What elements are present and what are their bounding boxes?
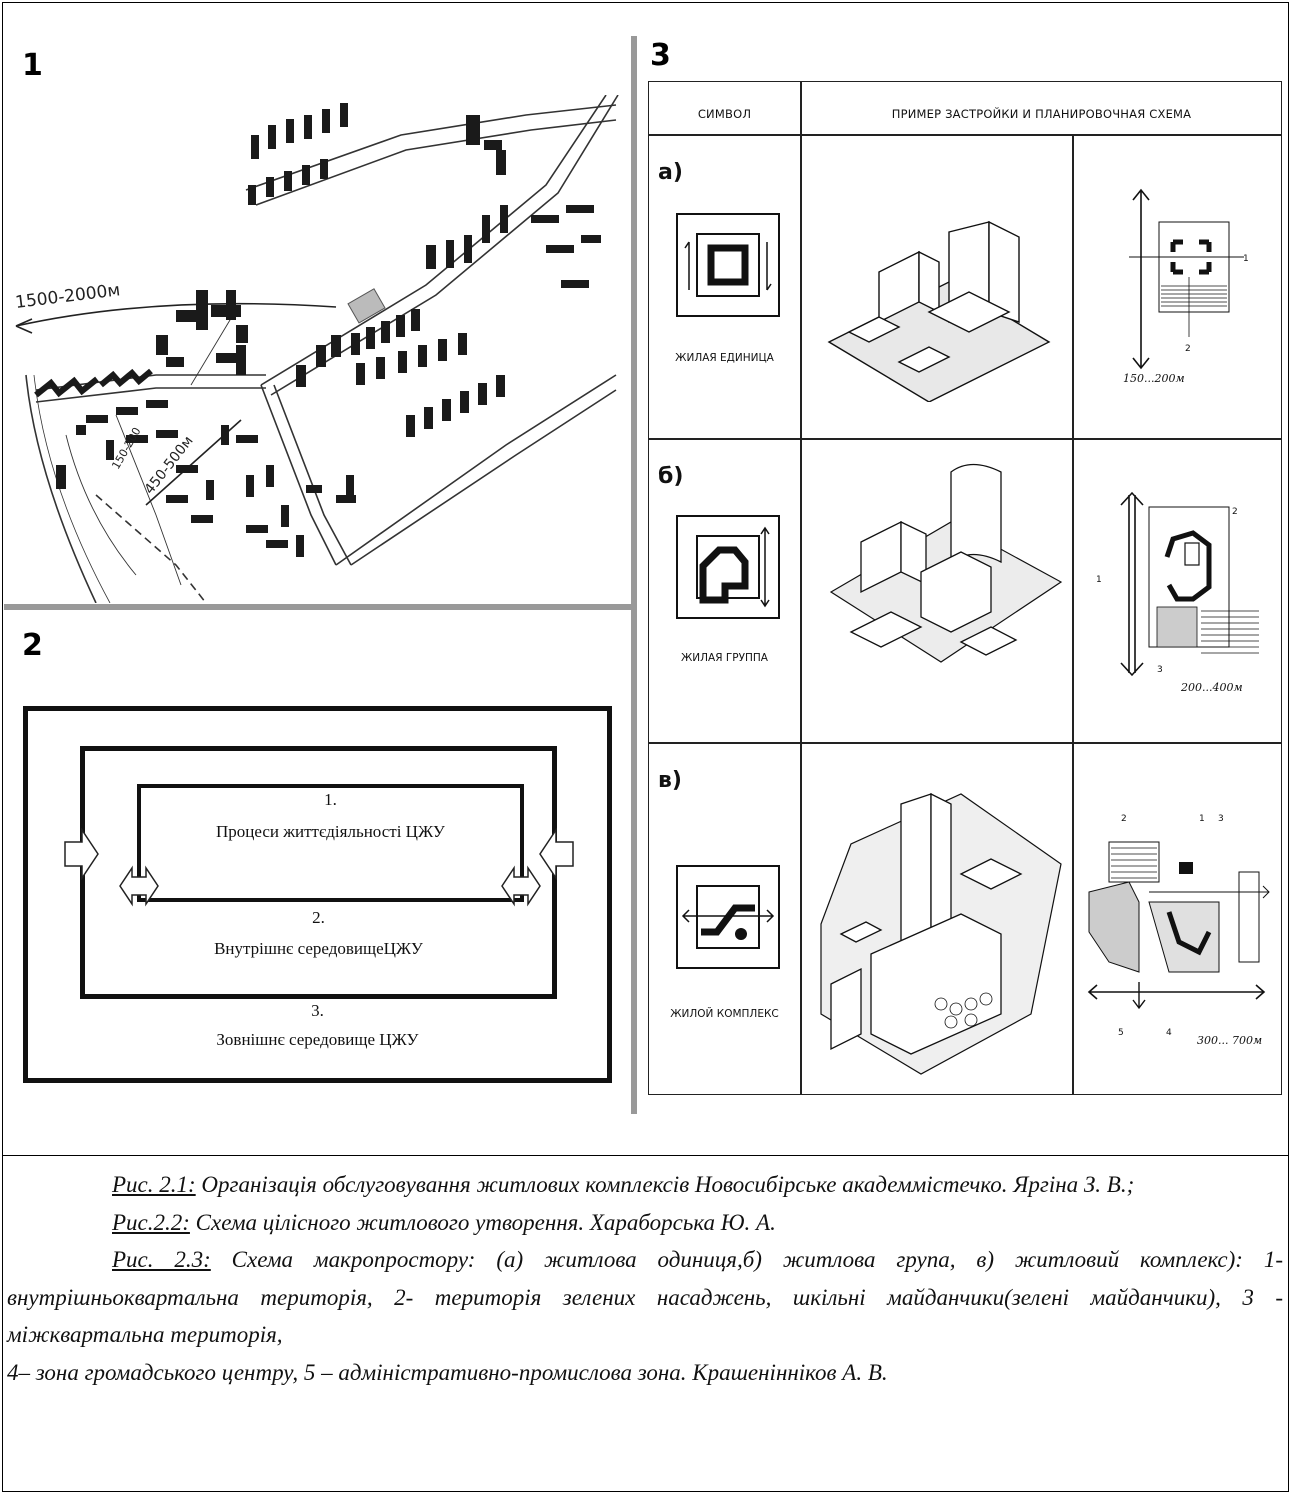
caption-2-2-text: Схема цілісного житлового утворення. Хар…	[190, 1210, 776, 1235]
row-c-label: ЖИЛОЙ КОМПЛЕКС	[649, 1008, 800, 1020]
caption-2-3: Рис. 2.3: Схема макропростору: (а) житло…	[7, 1241, 1283, 1354]
row-a-label: ЖИЛАЯ ЕДИНИЦА	[649, 352, 800, 364]
panel-1-number: 1	[22, 48, 43, 83]
row-c-num-1: 1	[1199, 814, 1205, 824]
caption-2-1: Рис. 2.1: Організація обслуговування жит…	[7, 1166, 1283, 1204]
arrow-in-right-icon	[538, 828, 574, 880]
caption-2-1-text: Організація обслуговування житлових комп…	[196, 1172, 1135, 1197]
row-c-num-2: 2	[1121, 814, 1127, 824]
row-b-scale: 200...400м	[1181, 681, 1243, 694]
row-b-num-1: 1	[1096, 575, 1102, 585]
horizontal-separator	[4, 604, 633, 610]
settlement-types-table: СИМВОЛ ПРИМЕР ЗАСТРОЙКИ И ПЛАНИРОВОЧНАЯ …	[648, 81, 1282, 1095]
row-a-num-2: 2	[1185, 344, 1191, 354]
residential-unit-plan-scheme	[1089, 182, 1269, 372]
row-b-num-3: 3	[1157, 665, 1163, 675]
residential-unit-axonometric	[819, 192, 1055, 402]
row-b-letter: б)	[658, 464, 683, 489]
panel-3-number: 3	[650, 38, 671, 73]
row-a-scale: 150...200м	[1123, 372, 1185, 385]
residential-complex-symbol-icon	[675, 864, 781, 970]
item-3-text: Зовнішнє середовище ЦЖУ	[23, 1030, 612, 1050]
row-c-num-3: 3	[1218, 814, 1224, 824]
residential-group-plan-scheme	[1089, 487, 1269, 687]
row-c-num-5: 5	[1118, 1028, 1124, 1038]
panel-2-number: 2	[22, 628, 43, 663]
arrow-bidirectional-right-icon	[500, 864, 542, 908]
caption-2-2: Рис.2.2: Схема цілісного житлового утвор…	[7, 1204, 1283, 1242]
arrow-in-left-icon	[64, 828, 100, 880]
residential-group-axonometric	[811, 452, 1067, 682]
map-distance-3: 150-200	[109, 425, 143, 471]
item-1-number: 1.	[137, 790, 524, 810]
map-distance-1: 1500-2000м	[14, 280, 121, 313]
row-b-num-2: 2	[1232, 507, 1238, 517]
row-a-letter: а)	[658, 160, 683, 185]
header-symbol: СИМВОЛ	[649, 107, 800, 121]
item-1-text: Процеси життєдіяльності ЦЖУ	[137, 822, 524, 842]
site-plan-map: 1500-2000м 450-500м 150-200	[6, 95, 630, 603]
figure-caption: Рис. 2.1: Організація обслуговування жит…	[7, 1166, 1283, 1391]
residential-unit-symbol-icon	[675, 212, 781, 318]
item-3-number: 3.	[23, 1001, 612, 1021]
vertical-separator	[631, 36, 637, 1114]
residential-complex-axonometric	[811, 754, 1067, 1084]
row-c-scale: 300... 700м	[1197, 1034, 1262, 1047]
caption-2-3-ref: Рис. 2.3:	[112, 1247, 211, 1272]
caption-2-3-continued: 4– зона громадського центру, 5 – адмініс…	[7, 1354, 1283, 1392]
caption-2-2-ref: Рис.2.2:	[112, 1210, 190, 1235]
residential-complex-plan-scheme	[1079, 802, 1279, 1042]
arrow-bidirectional-left-icon	[118, 864, 160, 908]
item-2-text: Внутрішнє середовищеЦЖУ	[80, 939, 557, 959]
row-a-num-1: 1	[1243, 254, 1249, 264]
row-b-label: ЖИЛАЯ ГРУППА	[649, 652, 800, 664]
row-c-letter: в)	[658, 768, 682, 793]
row-c-num-4: 4	[1166, 1028, 1172, 1038]
caption-divider	[2, 1155, 1289, 1156]
item-2-number: 2.	[80, 908, 557, 928]
header-example: ПРИМЕР ЗАСТРОЙКИ И ПЛАНИРОВОЧНАЯ СХЕМА	[800, 107, 1283, 121]
residential-group-symbol-icon	[675, 514, 781, 620]
caption-2-1-ref: Рис. 2.1:	[112, 1172, 196, 1197]
